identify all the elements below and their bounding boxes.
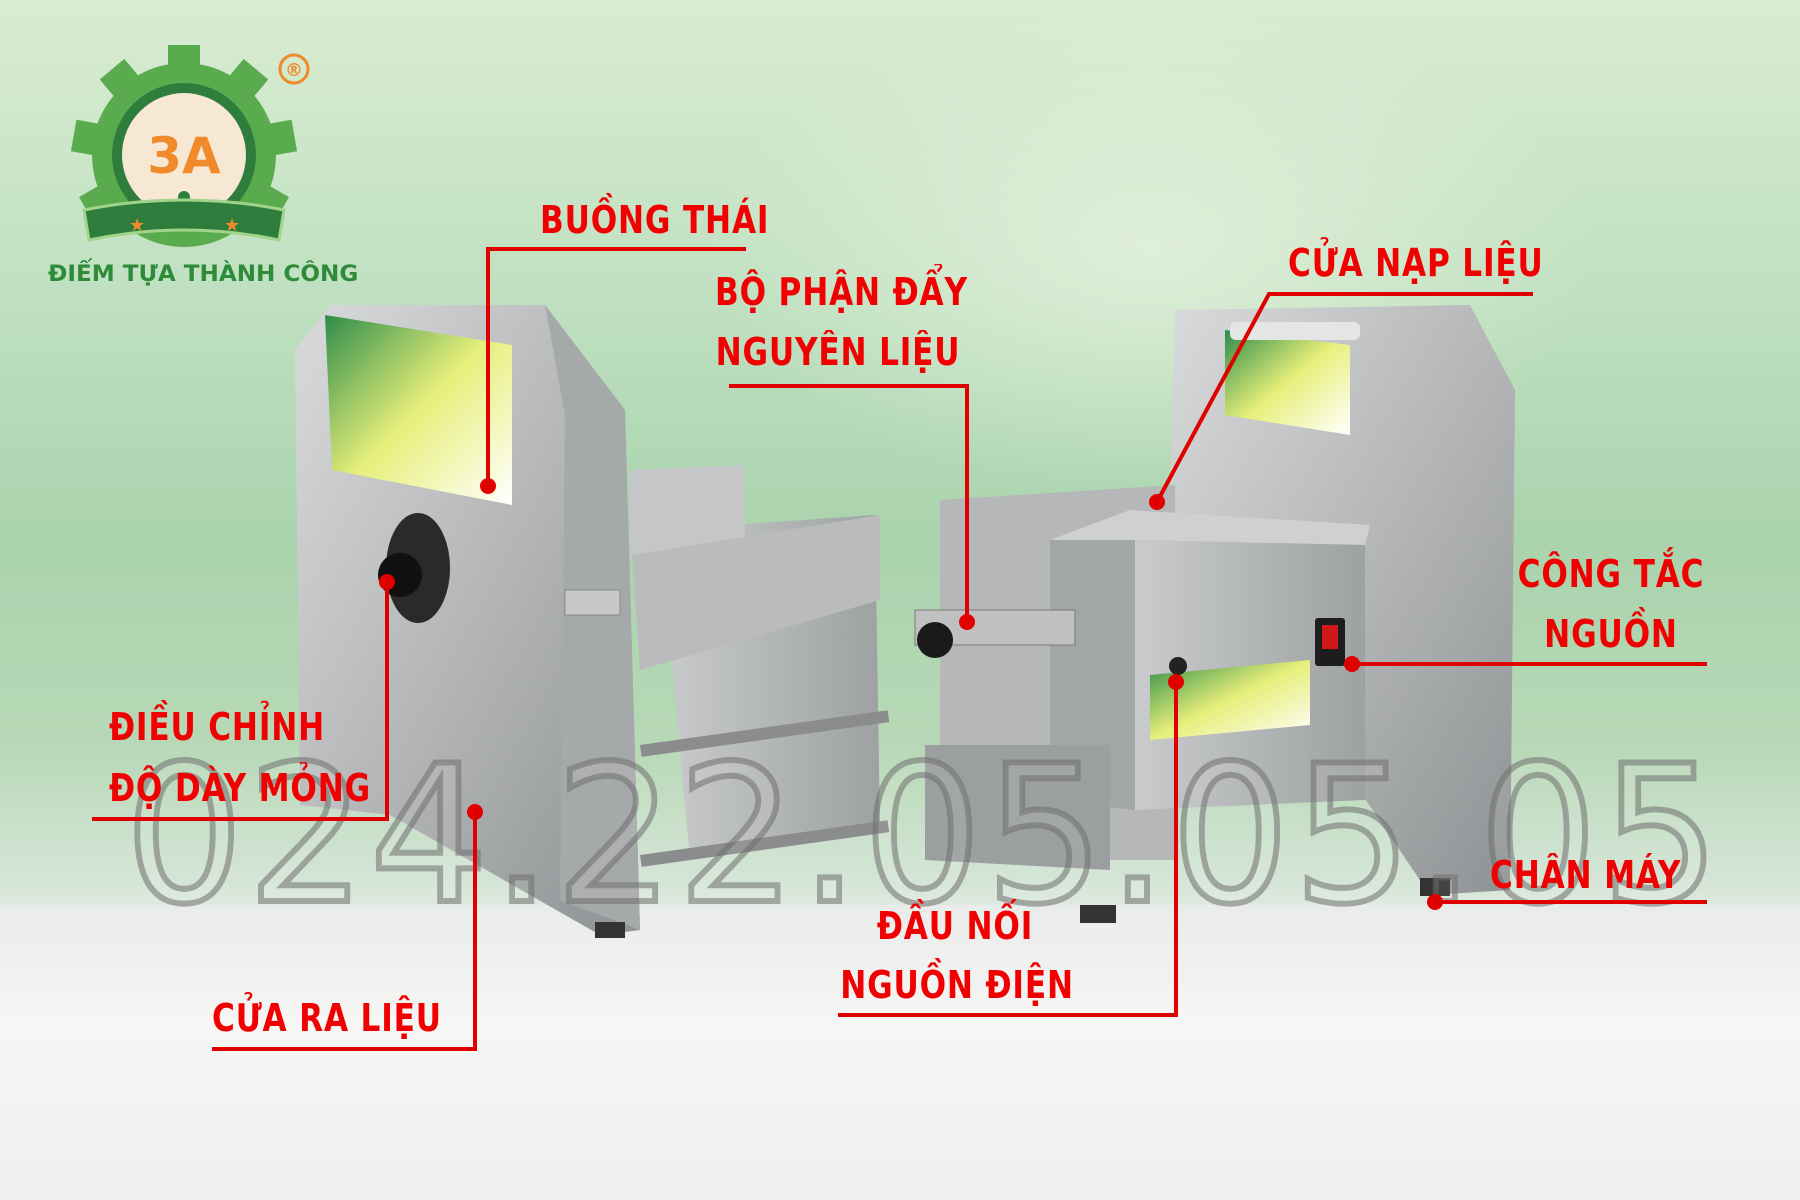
callout-dot xyxy=(1427,894,1443,910)
label-dieu-chinh-1: ĐIỀU CHỈNH xyxy=(109,705,326,749)
svg-text:3A: 3A xyxy=(147,127,221,185)
svg-text:★: ★ xyxy=(129,215,145,236)
callout-dot xyxy=(1149,494,1165,510)
callout-dot xyxy=(1168,674,1184,690)
label-buong-thai: BUỒNG THÁI xyxy=(540,198,770,242)
svg-text:★: ★ xyxy=(224,215,240,236)
label-bo-phan-day-2: NGUYÊN LIỆU xyxy=(715,330,961,374)
label-bo-phan-day-1: BỘ PHẬN ĐẨY xyxy=(715,270,968,314)
label-cong-tac-1: CÔNG TẮC xyxy=(1517,552,1705,596)
callout-dot xyxy=(467,804,483,820)
label-cua-nap-lieu: CỬA NẠP LIỆU xyxy=(1288,241,1544,285)
label-cong-tac-2: NGUỒN xyxy=(1544,612,1678,656)
label-dieu-chinh-2: ĐỘ DÀY MỎNG xyxy=(109,766,372,810)
logo-slogan: ĐIỂM TỰA THÀNH CÔNG xyxy=(48,262,359,287)
floor xyxy=(0,905,1800,1200)
callout-dot xyxy=(379,574,395,590)
registered-mark: ® xyxy=(285,60,303,81)
label-dau-noi-2: NGUỒN ĐIỆN xyxy=(840,963,1074,1007)
label-cua-ra-lieu: CỬA RA LIỆU xyxy=(212,996,442,1040)
callout-dot xyxy=(480,478,496,494)
brand-logo: 3A ★ ★ ® xyxy=(70,45,310,247)
label-dau-noi-1: ĐẦU NỐI xyxy=(876,904,1034,948)
right-machine xyxy=(914,305,1515,923)
left-machine xyxy=(295,305,890,938)
callout-dot xyxy=(1344,656,1360,672)
callout-dot xyxy=(959,614,975,630)
label-chan-may: CHÂN MÁY xyxy=(1490,853,1682,897)
